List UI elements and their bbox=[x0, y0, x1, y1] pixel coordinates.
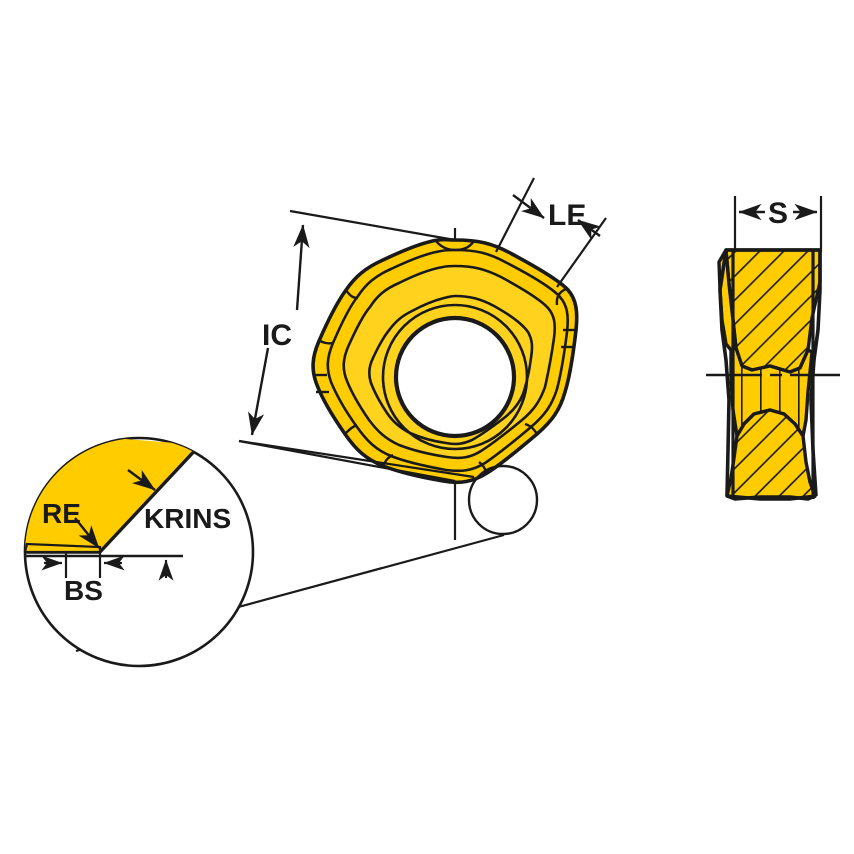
le-label: LE bbox=[548, 199, 586, 232]
ic-dimension-line-lower bbox=[248, 347, 270, 436]
insert-corner-seams bbox=[317, 240, 567, 474]
detail-bs-chamfer bbox=[25, 542, 102, 554]
detail-bs-witness-lines bbox=[64, 550, 102, 578]
ic-label: IC bbox=[262, 319, 292, 352]
detail-corner-sector bbox=[25, 439, 200, 552]
re-label: RE bbox=[42, 498, 81, 529]
detail-leader-upper bbox=[238, 439, 475, 479]
le-extension-line-left bbox=[495, 177, 535, 253]
insert-bore-hole bbox=[393, 315, 517, 439]
dimension-le: LE bbox=[495, 177, 607, 288]
insert-bore-outer-ring bbox=[381, 303, 529, 451]
ic-extension-line-upper bbox=[289, 209, 456, 242]
detail-corner-sector-krins-edge bbox=[98, 443, 202, 554]
ic-extension-line-lower bbox=[238, 439, 456, 483]
top-view bbox=[311, 228, 579, 540]
insert-bore-land-contour bbox=[367, 294, 534, 446]
ic-dimension-line-upper bbox=[293, 224, 310, 311]
detail-view-circle: RE KRINS BS bbox=[23, 436, 255, 668]
le-dimension-line-right bbox=[577, 219, 602, 240]
dimension-ic: IC bbox=[238, 209, 456, 483]
side-view bbox=[706, 248, 840, 501]
insert-flank-ticks bbox=[314, 328, 576, 394]
le-dimension-line-left bbox=[512, 194, 545, 219]
s-label: S bbox=[768, 197, 788, 230]
insert-land-contour bbox=[326, 248, 570, 473]
dimension-s: S bbox=[733, 196, 823, 252]
detail-callout-circle-small bbox=[467, 464, 539, 536]
detail-krins-arrow bbox=[127, 469, 156, 491]
detail-re-arrow bbox=[74, 517, 100, 549]
bs-label: BS bbox=[64, 575, 103, 606]
krins-label: KRINS bbox=[144, 503, 231, 534]
